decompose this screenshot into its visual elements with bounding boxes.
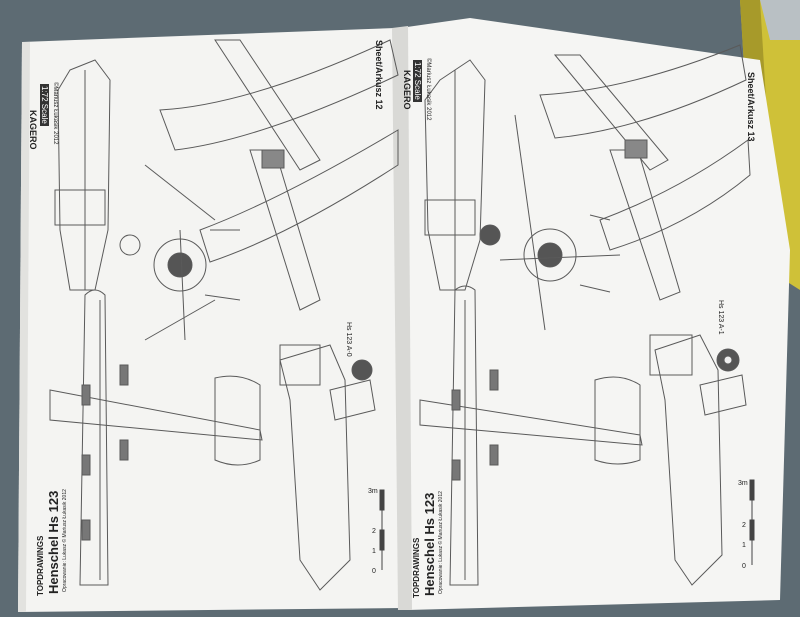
- right-credits: Opracowanie: Lukasz © Mariusz Łukasik 20…: [438, 491, 444, 594]
- left-page: [18, 28, 402, 612]
- left-title: Henschel Hs 123: [46, 490, 61, 594]
- right-page: [400, 18, 790, 610]
- right-series-title: TOPDRAWINGS: [412, 537, 421, 598]
- left-series-title: TOPDRAWINGS: [36, 535, 45, 596]
- left-drawings: [49, 39, 399, 591]
- right-sheet-label: Sheet/Arkusz 13: [746, 72, 756, 142]
- right-scale-bar: [749, 479, 755, 565]
- left-scale-1: 1: [372, 548, 376, 555]
- right-scale-0: 0: [742, 563, 746, 570]
- right-title: Henschel Hs 123: [422, 492, 437, 596]
- right-variant-label: Hs 123 A-1: [717, 300, 724, 335]
- left-copyright: ©Mariusz Łukasik 2012: [52, 82, 58, 145]
- right-scale-3: 3m: [738, 480, 748, 487]
- left-scale-0: 0: [372, 568, 376, 575]
- right-scale-2: 2: [742, 522, 746, 529]
- left-variant-label: Hs 123 A-0: [345, 322, 352, 357]
- right-brand: KAGERO: [402, 70, 412, 110]
- right-copyright: ©Mariusz Łukasik 2012: [425, 58, 431, 121]
- left-scale-3: 3m: [368, 488, 378, 495]
- right-scale-1: 1: [742, 542, 746, 549]
- right-drawings: [419, 44, 751, 586]
- left-scale-label: 1:72 Scale: [40, 84, 49, 126]
- left-scale-2: 2: [372, 528, 376, 535]
- left-sheet-label: Sheet/Arkusz 12: [374, 40, 384, 110]
- left-credits: Opracowanie: Lukasz © Mariusz Łukasik 20…: [62, 489, 68, 592]
- right-scale-label: 1:72 Scale: [413, 60, 422, 102]
- left-brand: KAGERO: [28, 110, 38, 150]
- left-scale-bar: [379, 489, 385, 570]
